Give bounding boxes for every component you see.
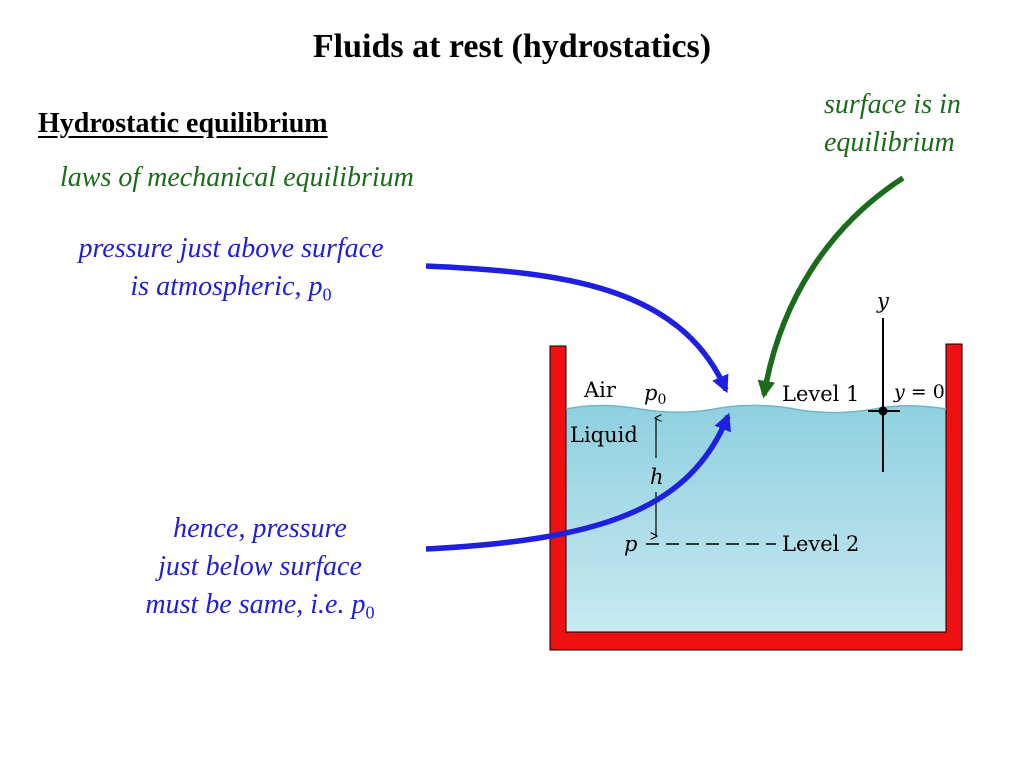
h-label: h bbox=[650, 465, 664, 489]
p-label: p bbox=[624, 532, 637, 556]
pressure-below-note: hence, pressure just below surface must … bbox=[100, 510, 420, 631]
liquid-label: Liquid bbox=[570, 423, 638, 447]
pressure-above-note: pressure just above surface is atmospher… bbox=[36, 230, 426, 313]
surface-equilibrium-note: surface is in equilibrium bbox=[824, 86, 961, 162]
y-axis-label: y bbox=[876, 289, 890, 313]
air-label: Air bbox=[583, 378, 617, 402]
above-note-symbol: p bbox=[308, 271, 323, 302]
y-zero-label: y = 0 bbox=[893, 381, 945, 403]
below-note-line1: hence, pressure bbox=[173, 513, 347, 544]
p0-symbol: p bbox=[644, 381, 657, 405]
p0-label: p0 bbox=[644, 381, 666, 408]
arrow-below-surface bbox=[425, 412, 731, 552]
container bbox=[549, 343, 963, 651]
surface-note-line2: equilibrium bbox=[824, 127, 955, 158]
page-title: Fluids at rest (hydrostatics) bbox=[312, 28, 712, 65]
above-note-line2: is atmospheric, p0 bbox=[36, 268, 426, 313]
y-zero-value: = 0 bbox=[905, 381, 945, 403]
above-note-line1: pressure just above surface bbox=[78, 233, 384, 264]
above-note-subscript: 0 bbox=[322, 284, 332, 305]
section-heading: Hydrostatic equilibrium bbox=[38, 108, 328, 139]
liquid-surface-line bbox=[565, 404, 947, 414]
y-zero-symbol: y bbox=[893, 381, 905, 403]
level-2-label: Level 2 bbox=[782, 532, 859, 556]
surface-note-line1: surface is in bbox=[824, 89, 961, 120]
level-1-label: Level 1 bbox=[782, 382, 859, 406]
below-note-line2: just below surface bbox=[158, 551, 362, 582]
y-zero-point bbox=[878, 406, 888, 416]
liquid-body bbox=[566, 405, 946, 632]
above-note-line2-text: is atmospheric, bbox=[130, 271, 309, 302]
p0-subscript: 0 bbox=[657, 392, 666, 408]
laws-note: laws of mechanical equilibrium bbox=[60, 162, 414, 193]
arrow-above-surface bbox=[425, 263, 729, 394]
below-note-line3-text: must be same, i.e. bbox=[145, 589, 352, 620]
below-note-subscript: 0 bbox=[365, 602, 375, 623]
below-note-line3: must be same, i.e. p0 bbox=[100, 586, 420, 631]
below-note-symbol: p bbox=[351, 589, 366, 620]
arrow-surface-equilibrium bbox=[757, 175, 905, 399]
